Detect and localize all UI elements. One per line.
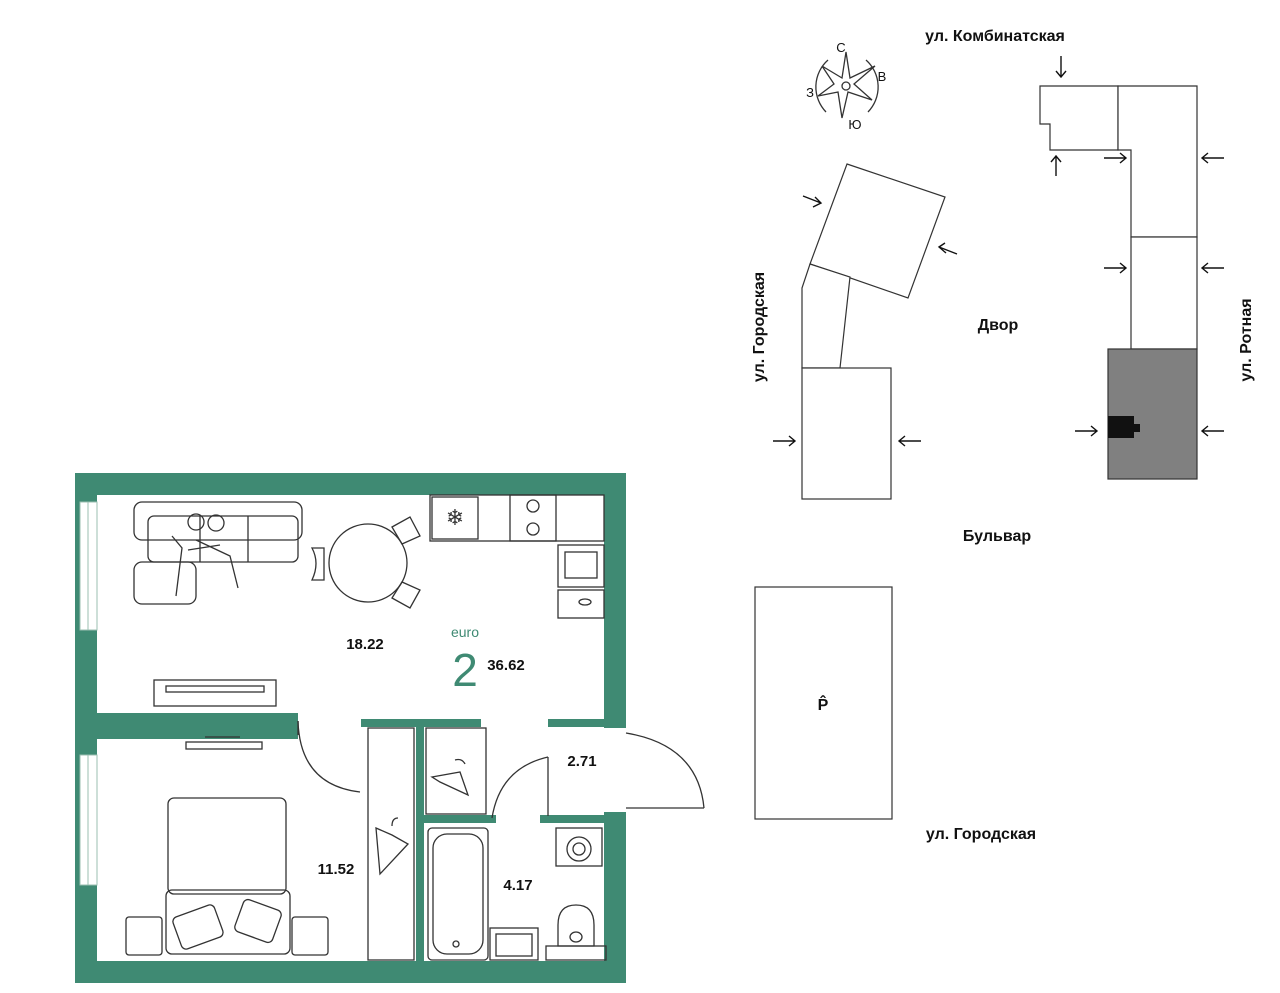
parking-lot (754, 586, 893, 820)
wall-closet-divider (416, 727, 424, 963)
area-bedroom: 11.52 (318, 861, 355, 878)
nightstand-right-icon (291, 916, 329, 956)
wardrobe-hall-icon (425, 727, 487, 815)
washing-machine-icon (555, 827, 603, 867)
area-living-kitchen: 18.22 (346, 636, 384, 653)
street-top: ул. Комбинатская (925, 28, 1065, 45)
wall-bath-top (416, 815, 496, 823)
toilet-icon (545, 904, 607, 961)
boulevard-label: Бульвар (963, 528, 1032, 545)
dining-table-icon (310, 516, 421, 609)
wall-right-upper (604, 473, 626, 728)
tv-bedroom (185, 736, 263, 750)
highlighted-section (1107, 348, 1198, 480)
wall-bedroom-top (80, 713, 298, 739)
entrance-arrows (773, 56, 1224, 447)
apartment-marker-notch (1132, 424, 1140, 432)
total-area: 36.62 (487, 657, 525, 674)
door-bath (491, 756, 549, 819)
bed-icon (125, 797, 329, 956)
parking-label: P̂ (818, 694, 829, 714)
door-bedroom (297, 720, 361, 793)
compass-south: Ю (848, 117, 861, 132)
bathtub-icon (427, 827, 489, 961)
wall-closet-top (361, 719, 481, 727)
area-bathroom: 4.17 (503, 877, 532, 894)
wall-right-lower (604, 812, 626, 983)
apartment-class-label: euro (451, 624, 479, 640)
stove-icon (509, 494, 557, 542)
sink-icon (557, 544, 605, 588)
tv-stand-living (153, 679, 277, 707)
wall-hall-top (548, 719, 604, 727)
sofa-icon (133, 501, 303, 605)
compass-icon: С В З Ю (806, 40, 886, 132)
compass-west: З (806, 85, 814, 100)
building-left-bottom (801, 367, 892, 500)
yard-label: Двор (978, 317, 1019, 334)
wardrobe-bedroom-icon (367, 727, 415, 961)
washbasin-icon (489, 927, 539, 961)
building-left-angled (801, 163, 946, 369)
wall-bottom (75, 961, 626, 983)
dishwasher-icon (557, 589, 605, 619)
apartment-plan: ❄ (75, 473, 705, 983)
fridge-icon (431, 496, 479, 540)
street-bottom: ул. Городская (926, 826, 1036, 843)
street-right: ул. Ротная (1238, 298, 1255, 381)
door-entrance (625, 732, 705, 809)
building-right (1039, 85, 1198, 480)
wall-top (75, 473, 626, 495)
rooms-count: 2 (452, 644, 478, 696)
compass-north: С (836, 40, 845, 55)
wall-joint (604, 815, 626, 823)
street-left: ул. Городская (751, 272, 768, 382)
kitchen-counter: ❄ (429, 494, 605, 619)
wall-bath-top-right (540, 815, 604, 823)
compass-east: В (878, 69, 887, 84)
nightstand-left-icon (125, 916, 163, 956)
area-hall: 2.71 (567, 753, 596, 770)
site-plan: С В З Ю P̂ (751, 28, 1255, 843)
snowflake-icon: ❄ (446, 505, 464, 530)
apartment-marker (1108, 416, 1134, 438)
